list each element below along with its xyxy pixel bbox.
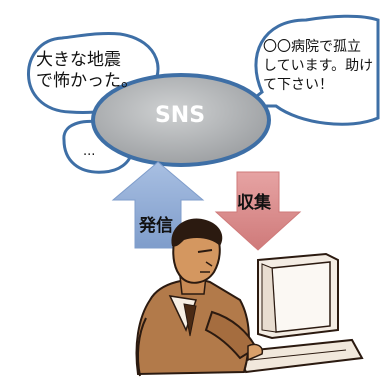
bubble-right-line-2: しています。助け bbox=[263, 58, 374, 74]
sns-hub bbox=[91, 73, 271, 167]
bubble-left-bottom-text: ... bbox=[83, 144, 96, 159]
person-at-computer-icon bbox=[135, 218, 364, 377]
bubble-left-top-line-2: で怖かった。 bbox=[36, 71, 138, 91]
bubble-left-top-line-1: 大きな地震 bbox=[36, 50, 121, 70]
collect-arrow bbox=[214, 171, 302, 251]
bubble-right-text: 〇〇病院で孤立 しています。助け て下さい！ bbox=[263, 38, 373, 95]
bubble-right-line-3: て下さい！ bbox=[263, 77, 333, 93]
collect-label: 収集 bbox=[237, 193, 271, 213]
bubble-right-line-1: 〇〇病院で孤立 bbox=[263, 39, 361, 55]
bubble-left-top-text: 大きな地震 で怖かった。 bbox=[36, 50, 138, 92]
sns-label: SNS bbox=[154, 103, 206, 128]
send-label: 発信 bbox=[139, 216, 173, 236]
speech-bubble-right bbox=[239, 14, 380, 126]
